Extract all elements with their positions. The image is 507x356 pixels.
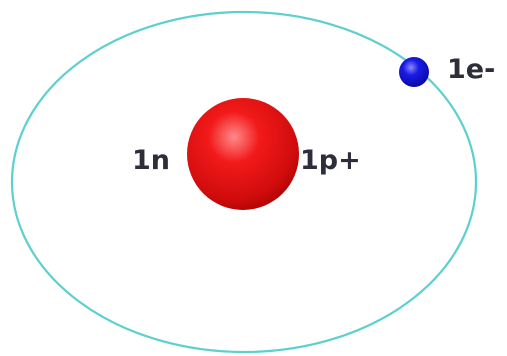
electron-label: 1e- bbox=[447, 54, 496, 85]
nucleus bbox=[187, 98, 299, 210]
electron-orbit bbox=[10, 10, 478, 354]
proton-label: 1p+ bbox=[300, 145, 361, 176]
neutron-label: 1n bbox=[132, 145, 171, 176]
electron bbox=[399, 57, 429, 87]
